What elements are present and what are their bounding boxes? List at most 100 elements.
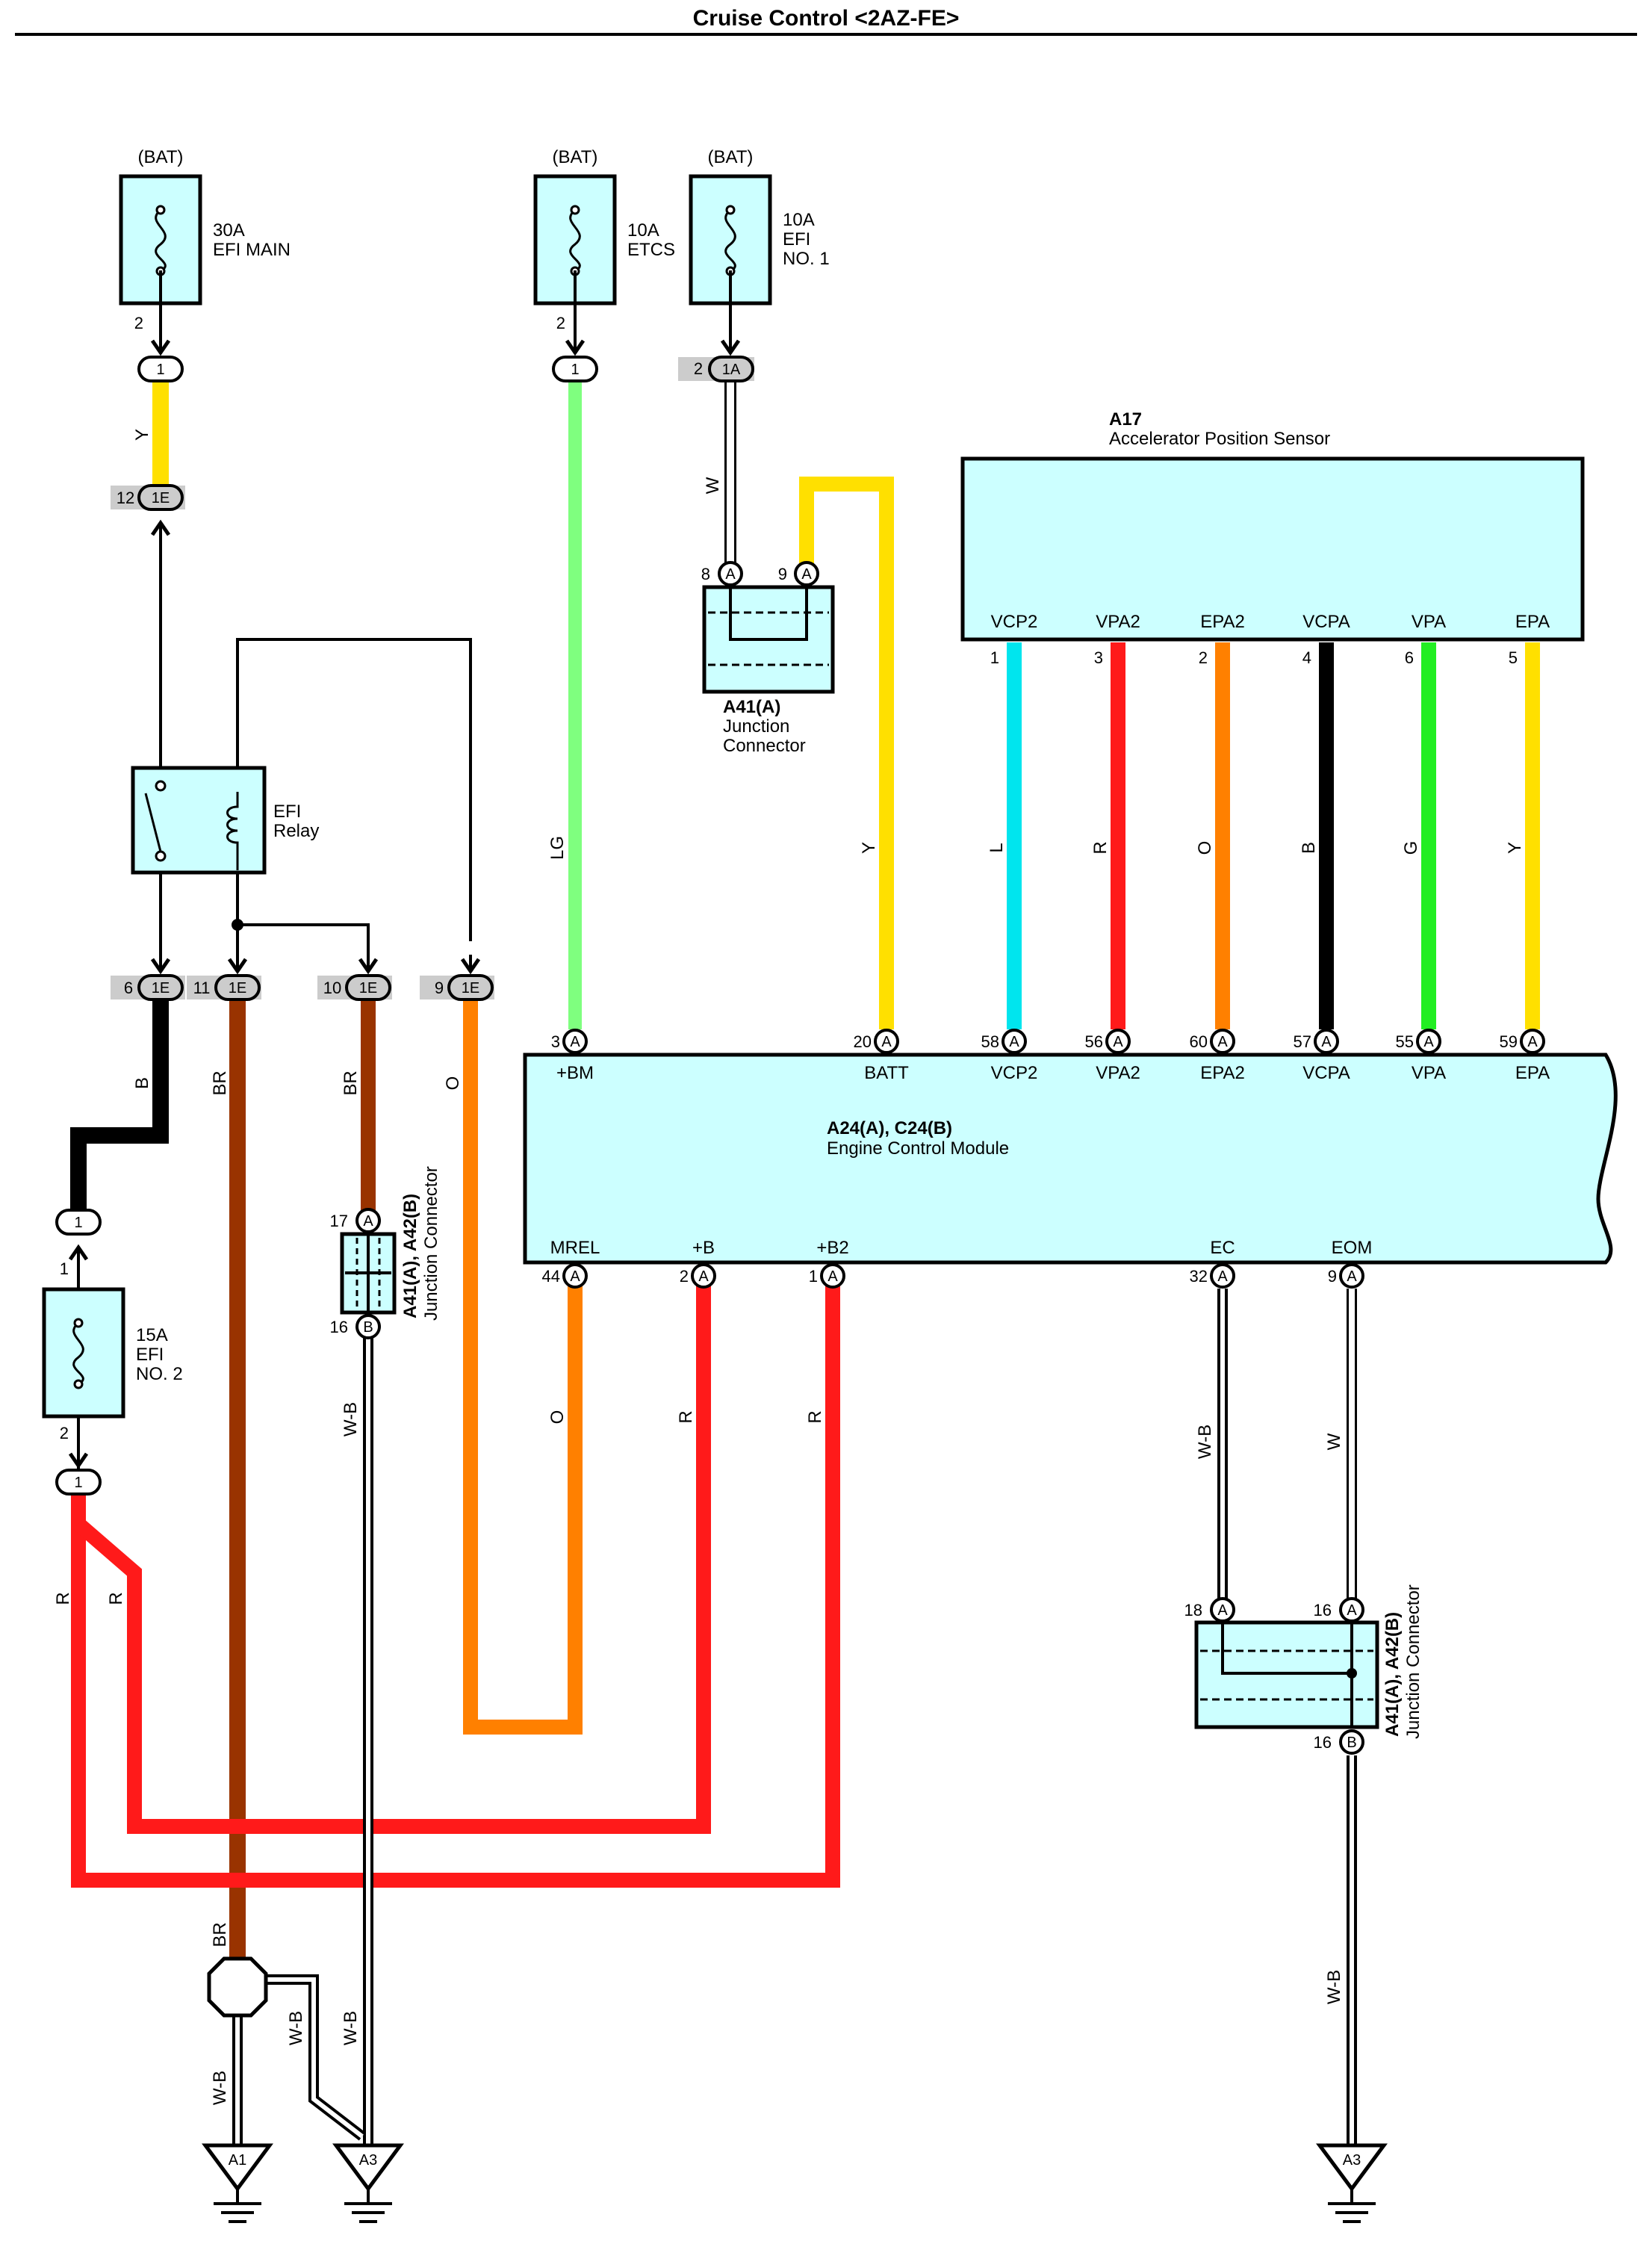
- svg-text:60: 60: [1190, 1032, 1208, 1051]
- svg-text:VPA2: VPA2: [1096, 1063, 1140, 1083]
- svg-text:EFI: EFI: [136, 1345, 164, 1365]
- svg-text:6: 6: [124, 979, 133, 997]
- wire-b-efi-no2: [70, 1001, 169, 1218]
- svg-text:A: A: [698, 1268, 709, 1285]
- wire-r-b2: [71, 1279, 840, 1888]
- svg-text:(BAT): (BAT): [138, 147, 184, 167]
- svg-text:A41(A): A41(A): [723, 697, 780, 717]
- svg-text:G: G: [1401, 841, 1421, 855]
- svg-text:R: R: [106, 1592, 126, 1605]
- svg-text:A: A: [363, 1213, 373, 1230]
- svg-text:A: A: [827, 1268, 838, 1285]
- svg-text:A: A: [570, 1268, 580, 1285]
- svg-text:W-B: W-B: [1195, 1425, 1215, 1459]
- svg-text:57: 57: [1294, 1032, 1311, 1051]
- svg-text:1: 1: [156, 362, 164, 378]
- svg-text:LG: LG: [547, 836, 568, 860]
- svg-text:1E: 1E: [152, 980, 170, 996]
- svg-text:11: 11: [193, 979, 211, 997]
- svg-text:A: A: [1347, 1268, 1357, 1285]
- svg-text:3: 3: [1094, 648, 1103, 667]
- fuse-efi-no1: (BAT) 10A EFI NO. 1 2 1A: [678, 147, 830, 382]
- svg-text:NO. 2: NO. 2: [136, 1364, 183, 1384]
- ground-a3-right: A3: [1316, 2143, 1388, 2223]
- svg-text:VPA: VPA: [1412, 612, 1446, 632]
- svg-text:A: A: [1321, 1034, 1332, 1050]
- svg-text:VCPA: VCPA: [1302, 612, 1350, 632]
- svg-text:3: 3: [551, 1032, 560, 1051]
- svg-text:9: 9: [1328, 1267, 1337, 1286]
- svg-text:58: 58: [981, 1032, 999, 1051]
- svg-text:EFI MAIN: EFI MAIN: [213, 240, 291, 260]
- wire-r-b: [73, 1279, 711, 1834]
- svg-text:VCP2: VCP2: [991, 612, 1038, 632]
- svg-text:59: 59: [1500, 1032, 1518, 1051]
- svg-text:A1: A1: [229, 2152, 246, 2169]
- svg-text:Connector: Connector: [723, 736, 806, 756]
- svg-text:W-B: W-B: [286, 2011, 306, 2045]
- accelerator-position-sensor: A17 Accelerator Position Sensor VCP21LVP…: [960, 409, 1585, 855]
- svg-text:Y: Y: [859, 842, 879, 854]
- svg-text:10A: 10A: [783, 210, 815, 230]
- svg-text:Y: Y: [1505, 842, 1525, 854]
- svg-text:+B: +B: [692, 1238, 715, 1258]
- svg-text:1E: 1E: [462, 980, 479, 996]
- fuse-etcs: (BAT) 10A ETCS 2 1: [533, 147, 675, 382]
- svg-text:2: 2: [556, 314, 565, 332]
- svg-text:A: A: [1217, 1034, 1228, 1050]
- svg-text:W-B: W-B: [341, 1402, 361, 1436]
- svg-text:1E: 1E: [229, 980, 246, 996]
- svg-text:6: 6: [1405, 648, 1414, 667]
- svg-text:Junction Connector: Junction Connector: [421, 1166, 441, 1321]
- svg-text:L: L: [987, 843, 1007, 852]
- connector-1e-6: 6 1E: [111, 955, 185, 1001]
- svg-text:ETCS: ETCS: [627, 240, 675, 260]
- fuse-efi-no2: 15A EFI NO. 2 2 1: [42, 1287, 183, 1495]
- svg-text:+B2: +B2: [816, 1238, 848, 1258]
- svg-text:A: A: [570, 1034, 580, 1050]
- svg-text:W-B: W-B: [210, 2071, 230, 2105]
- svg-text:A: A: [1217, 1602, 1228, 1619]
- svg-text:2: 2: [60, 1424, 69, 1442]
- svg-text:EPA: EPA: [1515, 1063, 1550, 1083]
- svg-text:32: 32: [1190, 1267, 1208, 1286]
- svg-text:16: 16: [1314, 1733, 1332, 1752]
- svg-text:Junction: Junction: [723, 716, 789, 737]
- svg-text:O: O: [547, 1410, 568, 1425]
- svg-text:W: W: [1324, 1433, 1344, 1450]
- ecm-terminal-epa2: 60 A EPA2: [1190, 1029, 1245, 1083]
- svg-text:15A: 15A: [136, 1325, 168, 1345]
- svg-text:1: 1: [74, 1215, 82, 1231]
- svg-text:2: 2: [1199, 648, 1208, 667]
- svg-text:A: A: [1423, 1034, 1434, 1050]
- connector-1e-10: 10 1E: [317, 955, 392, 1001]
- svg-text:B: B: [132, 1077, 152, 1089]
- svg-text:EFI: EFI: [273, 802, 301, 822]
- svg-text:A3: A3: [1343, 2152, 1361, 2169]
- svg-text:B: B: [1299, 842, 1319, 854]
- svg-text:R: R: [805, 1410, 825, 1423]
- svg-text:EPA2: EPA2: [1200, 1063, 1245, 1083]
- svg-text:A: A: [801, 566, 812, 583]
- svg-text:O: O: [443, 1076, 463, 1091]
- svg-text:R: R: [53, 1592, 73, 1605]
- svg-text:1: 1: [60, 1259, 69, 1278]
- svg-text:W-B: W-B: [1324, 1970, 1344, 2004]
- svg-text:9: 9: [435, 979, 444, 997]
- svg-text:B: B: [1347, 1735, 1356, 1751]
- svg-text:56: 56: [1085, 1032, 1103, 1051]
- svg-text:2: 2: [134, 314, 143, 332]
- svg-text:BR: BR: [210, 1922, 230, 1947]
- relay-coil-wire: [236, 638, 472, 941]
- svg-text:5: 5: [1509, 648, 1518, 667]
- svg-text:1: 1: [74, 1475, 82, 1491]
- svg-text:BR: BR: [210, 1070, 230, 1095]
